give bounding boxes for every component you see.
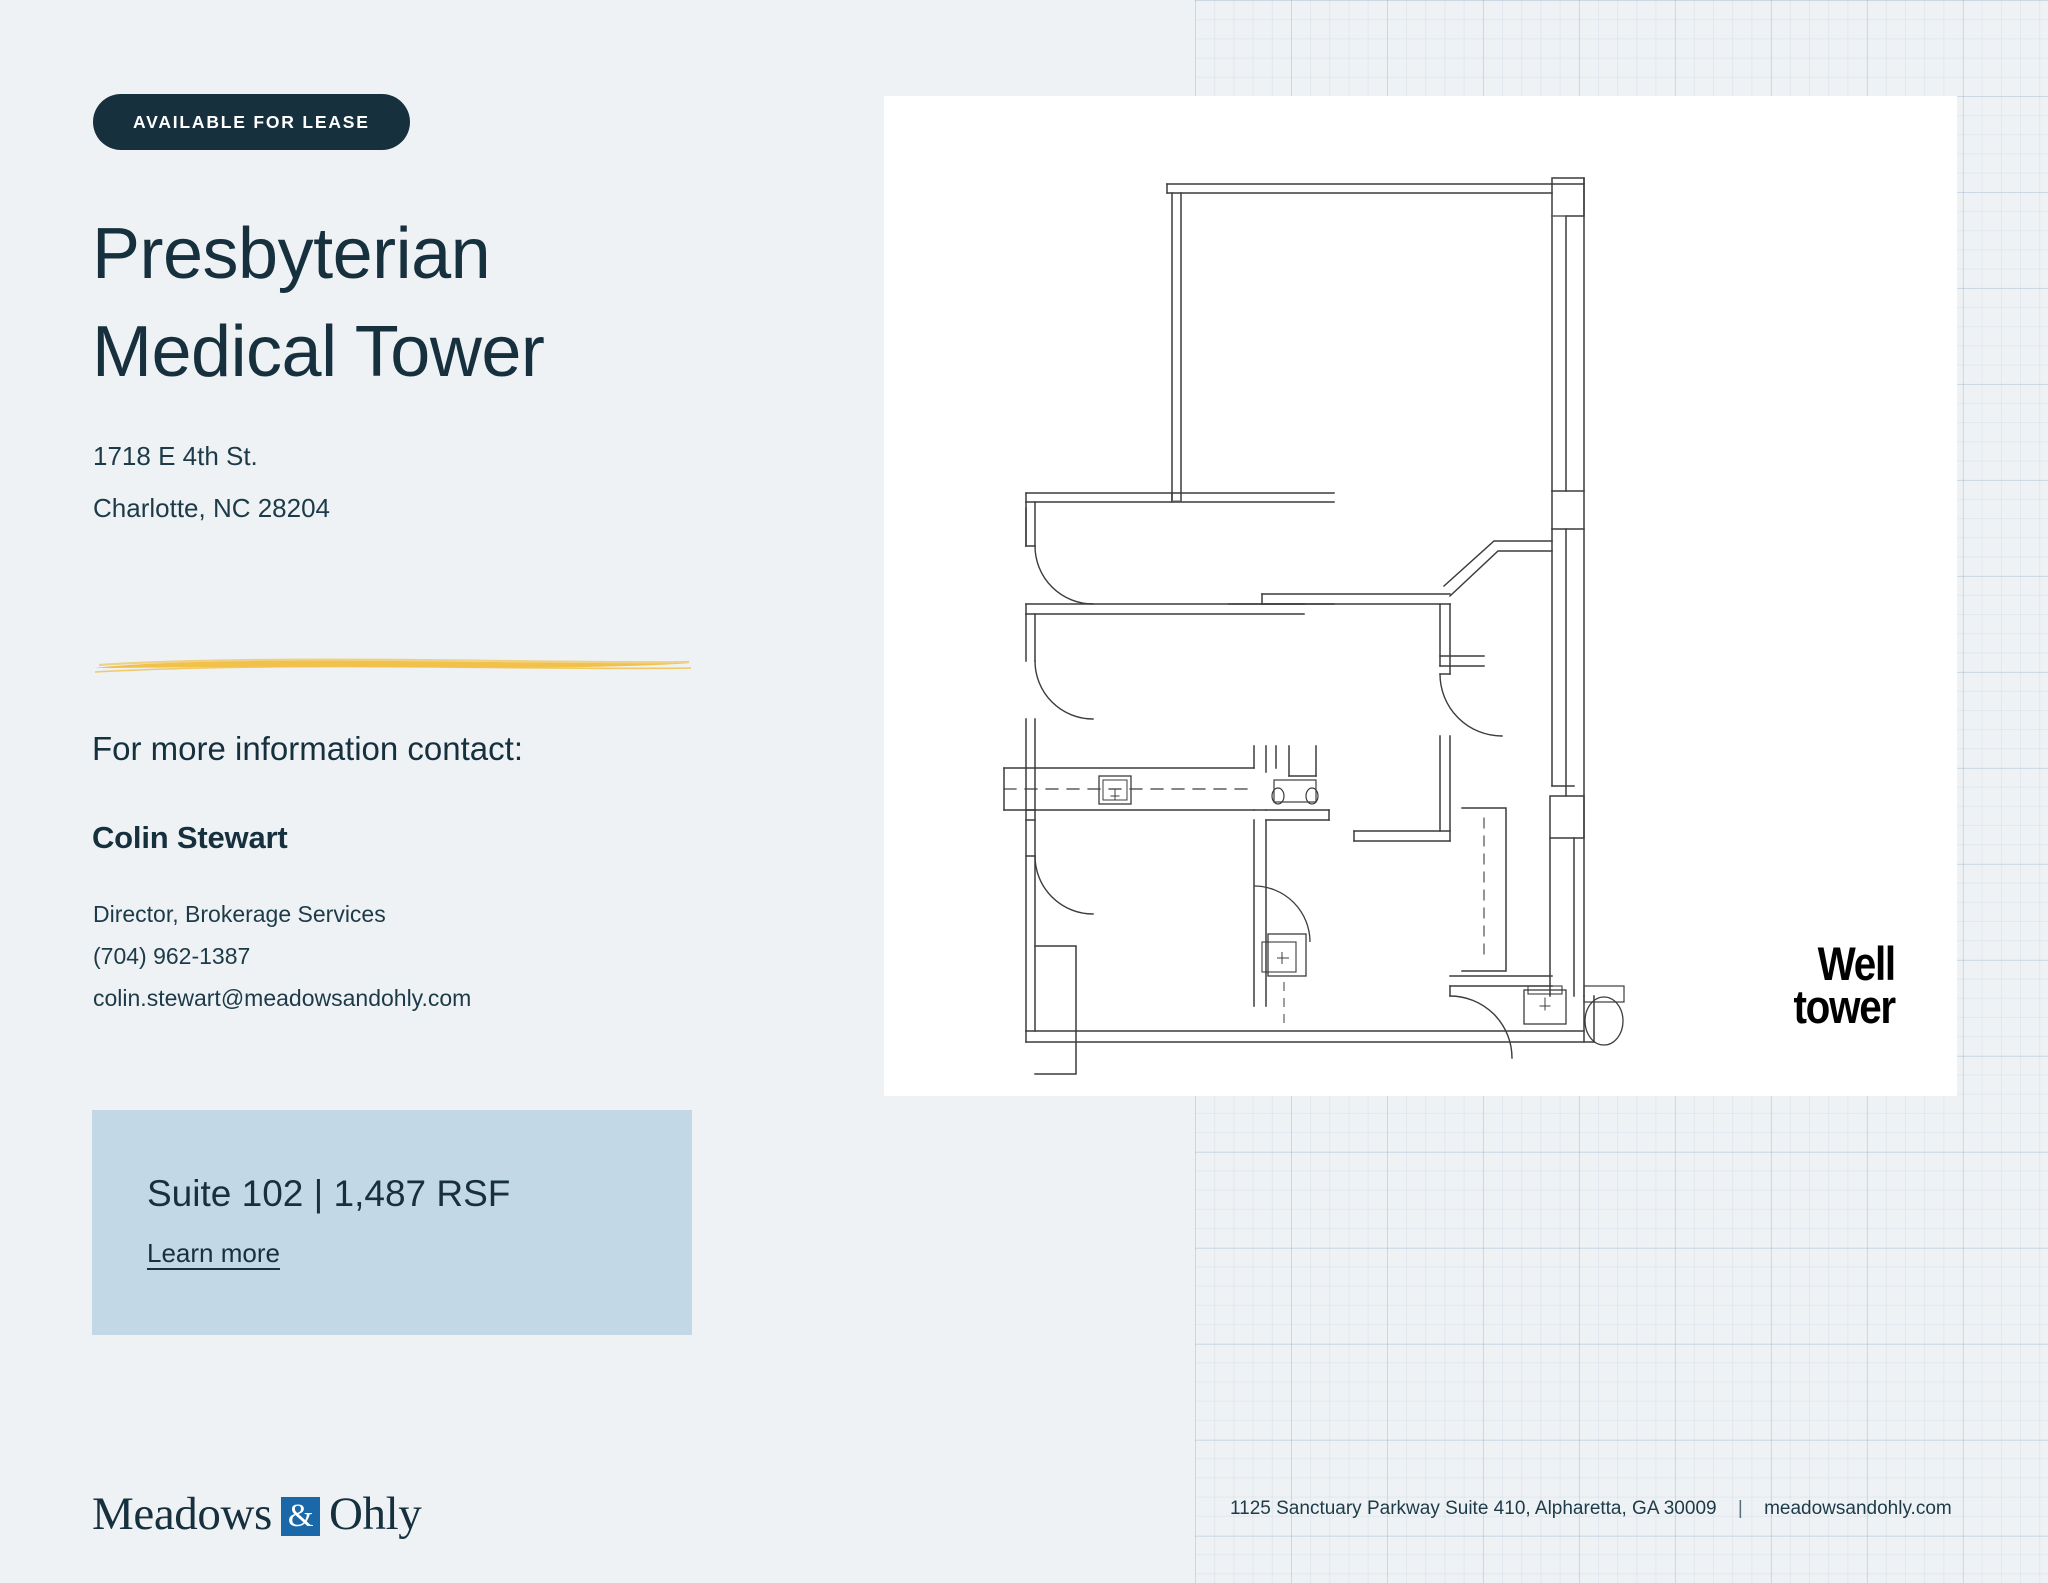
meadows-and-ohly-logo: Meadows & Ohly	[92, 1487, 422, 1541]
floorplan-fixtures-overlay	[1253, 885, 1311, 1026]
suite-size-label: Suite 102 | 1,487 RSF	[147, 1173, 511, 1214]
footer-separator: |	[1737, 1498, 1743, 1519]
yellow-accent-divider	[94, 658, 692, 673]
address-street: 1718 E 4th St.	[93, 441, 258, 471]
property-address: 1718 E 4th St. Charlotte, NC 28204	[93, 430, 330, 534]
footer-contact-bar: 1125 Sanctuary Parkway Suite 410, Alphar…	[1230, 1498, 1952, 1520]
page-title-line-1: Presbyterian	[92, 214, 491, 294]
learn-more-link[interactable]: Learn more	[147, 1238, 280, 1268]
floorplan-card: Well tower	[884, 96, 1957, 1096]
logo-text-ohly: Ohly	[328, 1488, 422, 1540]
suite-availability-card: Suite 102 | 1,487 RSF Learn more	[92, 1110, 692, 1335]
status-badge: AVAILABLE FOR LEASE	[93, 94, 410, 150]
page-title: Presbyterian Medical Tower	[92, 205, 732, 401]
left-info-panel: AVAILABLE FOR LEASE Presbyterian Medical…	[0, 0, 880, 1583]
suite-floorplan-drawing	[1003, 177, 1625, 1075]
contact-name: Colin Stewart	[92, 820, 288, 855]
logo-ampersand-icon: &	[280, 1496, 320, 1536]
logo-text-meadows: Meadows	[92, 1488, 272, 1540]
contact-heading: For more information contact:	[92, 730, 523, 767]
footer-website-link[interactable]: meadowsandohly.com	[1764, 1498, 1952, 1519]
contact-email[interactable]: colin.stewart@meadowsandohly.com	[93, 985, 472, 1011]
status-badge-label: AVAILABLE FOR LEASE	[133, 111, 370, 132]
welltower-logo-line-1: Well	[1817, 936, 1897, 990]
address-city-state-zip: Charlotte, NC 28204	[93, 493, 331, 523]
contact-phone[interactable]: (704) 962-1387	[93, 943, 251, 969]
contact-details: Director, Brokerage Services (704) 962-1…	[93, 893, 471, 1019]
welltower-logo-line-2: tower	[1793, 979, 1897, 1033]
contact-title: Director, Brokerage Services	[93, 901, 386, 927]
page-title-line-2: Medical Tower	[92, 312, 545, 392]
welltower-logo: Well tower	[1793, 936, 1897, 1033]
footer-office-address: 1125 Sanctuary Parkway Suite 410, Alphar…	[1230, 1498, 1717, 1519]
